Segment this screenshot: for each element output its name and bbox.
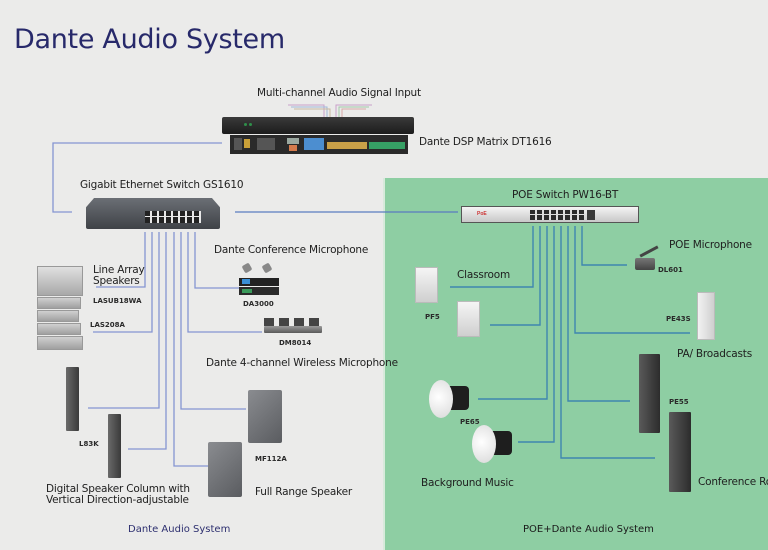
- pe43s-speaker[interactable]: [697, 292, 715, 340]
- conference-mic-label: Dante Conference Microphone: [214, 244, 369, 256]
- pe65-model: PE65: [460, 418, 480, 426]
- digital-column-label: Digital Speaker Column with Vertical Dir…: [46, 484, 190, 506]
- dl601-model: DL601: [658, 266, 683, 274]
- wire-l83k: [88, 232, 160, 409]
- microphone-icon: [241, 262, 253, 274]
- pe55-model: PE55: [669, 398, 689, 406]
- mf112a-model: MF112A: [255, 455, 287, 463]
- poe-brand: PoE: [477, 211, 487, 217]
- dl601-microphone[interactable]: [633, 244, 661, 274]
- microphone-icon: [261, 262, 273, 274]
- audio-input-label: Multi-channel Audio Signal Input: [257, 87, 421, 99]
- l83k-speaker-2[interactable]: [108, 414, 121, 478]
- wire-fullrange: [173, 232, 208, 467]
- microphone-icon: [639, 245, 659, 258]
- wire-da3000: [194, 232, 240, 289]
- las208-model: LAS208A: [90, 321, 125, 329]
- wire-mf112a: [180, 232, 246, 410]
- poe-dante-panel: [383, 178, 768, 550]
- full-range-label: Full Range Speaker: [255, 486, 353, 498]
- pf5-speaker-1[interactable]: [415, 267, 438, 303]
- digital-column-line1: Digital Speaker Column with: [46, 483, 190, 495]
- poe-microphone-label: POE Microphone: [669, 239, 752, 251]
- dm8014-device[interactable]: [264, 318, 322, 334]
- footer-poe-dante-audio-system: POE+Dante Audio System: [523, 524, 654, 535]
- pa-broadcasts-label: PA/ Broadcasts: [677, 348, 752, 360]
- pf5-speaker-2[interactable]: [457, 301, 480, 337]
- pe65-speaker-1[interactable]: [429, 380, 471, 418]
- gigabit-switch-device[interactable]: [86, 198, 220, 229]
- l83k-speaker-1[interactable]: [66, 367, 79, 431]
- pe43s-model: PE43S: [666, 315, 691, 323]
- mf112a-speaker[interactable]: [248, 390, 282, 443]
- classroom-label: Classroom: [457, 269, 510, 281]
- lasub-model: LASUB18WA: [93, 297, 142, 305]
- dsp-matrix-label: Dante DSP Matrix DT1616: [419, 136, 552, 148]
- dm8014-model: DM8014: [279, 339, 312, 347]
- footer-dante-audio-system: Dante Audio System: [128, 524, 231, 535]
- poe-switch-label: POE Switch PW16-BT: [512, 189, 619, 201]
- pe65-speaker-2[interactable]: [472, 425, 514, 463]
- line-array-label: Line Array Speakers: [93, 264, 145, 287]
- conference-room-label: Conference Roo: [698, 476, 768, 488]
- background-music-label: Background Music: [421, 477, 514, 489]
- dsp-matrix-device[interactable]: [222, 117, 414, 155]
- pf5-model: PF5: [425, 313, 440, 321]
- pe55-speaker-1[interactable]: [639, 354, 660, 433]
- da3000-device[interactable]: [239, 262, 279, 298]
- gigabit-switch-label: Gigabit Ethernet Switch GS1610: [80, 179, 244, 191]
- page-title: Dante Audio System: [14, 24, 285, 55]
- l83k-model: L83K: [79, 440, 99, 448]
- full-range-speaker[interactable]: [208, 442, 242, 497]
- wireless-mic-label: Dante 4-channel Wireless Microphone: [206, 357, 398, 369]
- digital-column-line2: Vertical Direction-adjustable: [46, 494, 189, 506]
- pe55-speaker-2[interactable]: [669, 412, 691, 492]
- da3000-model: DA3000: [243, 300, 274, 308]
- poe-switch-device[interactable]: PoE: [461, 206, 639, 223]
- line-array-speakers[interactable]: [37, 266, 85, 352]
